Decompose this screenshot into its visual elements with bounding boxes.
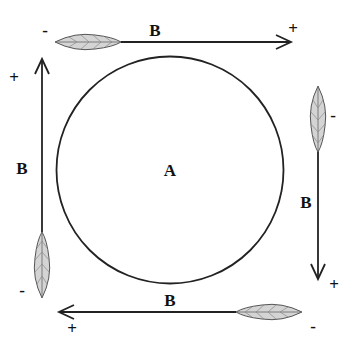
polarity-sign: + bbox=[67, 320, 77, 337]
node-letter: A bbox=[164, 162, 176, 179]
arrow-label: B bbox=[164, 292, 175, 309]
polarity-sign: - bbox=[42, 22, 48, 39]
arrow-feather bbox=[55, 34, 121, 49]
arrow-label: B bbox=[300, 194, 311, 211]
polarity-sign: - bbox=[330, 107, 336, 124]
arrow-head bbox=[35, 59, 49, 74]
arrow-label: B bbox=[149, 22, 160, 39]
arrow-feather bbox=[310, 86, 325, 152]
polarity-sign: + bbox=[329, 276, 339, 293]
arrow-feather bbox=[34, 232, 49, 298]
arrow-head bbox=[276, 35, 291, 49]
arrow-shaft bbox=[121, 41, 290, 43]
circle-node: A bbox=[55, 55, 285, 285]
polarity-sign: - bbox=[310, 318, 316, 335]
arrow-head bbox=[59, 305, 74, 319]
arrow-shaft bbox=[41, 60, 43, 232]
arrow-feather bbox=[236, 304, 302, 319]
arrow-label: B bbox=[16, 160, 27, 177]
arrow-head bbox=[311, 264, 325, 279]
arrow-shaft bbox=[60, 311, 236, 313]
polarity-sign: + bbox=[9, 69, 19, 86]
polarity-sign: + bbox=[288, 20, 298, 37]
polarity-sign: - bbox=[19, 282, 25, 299]
arrow-shaft bbox=[317, 150, 319, 278]
